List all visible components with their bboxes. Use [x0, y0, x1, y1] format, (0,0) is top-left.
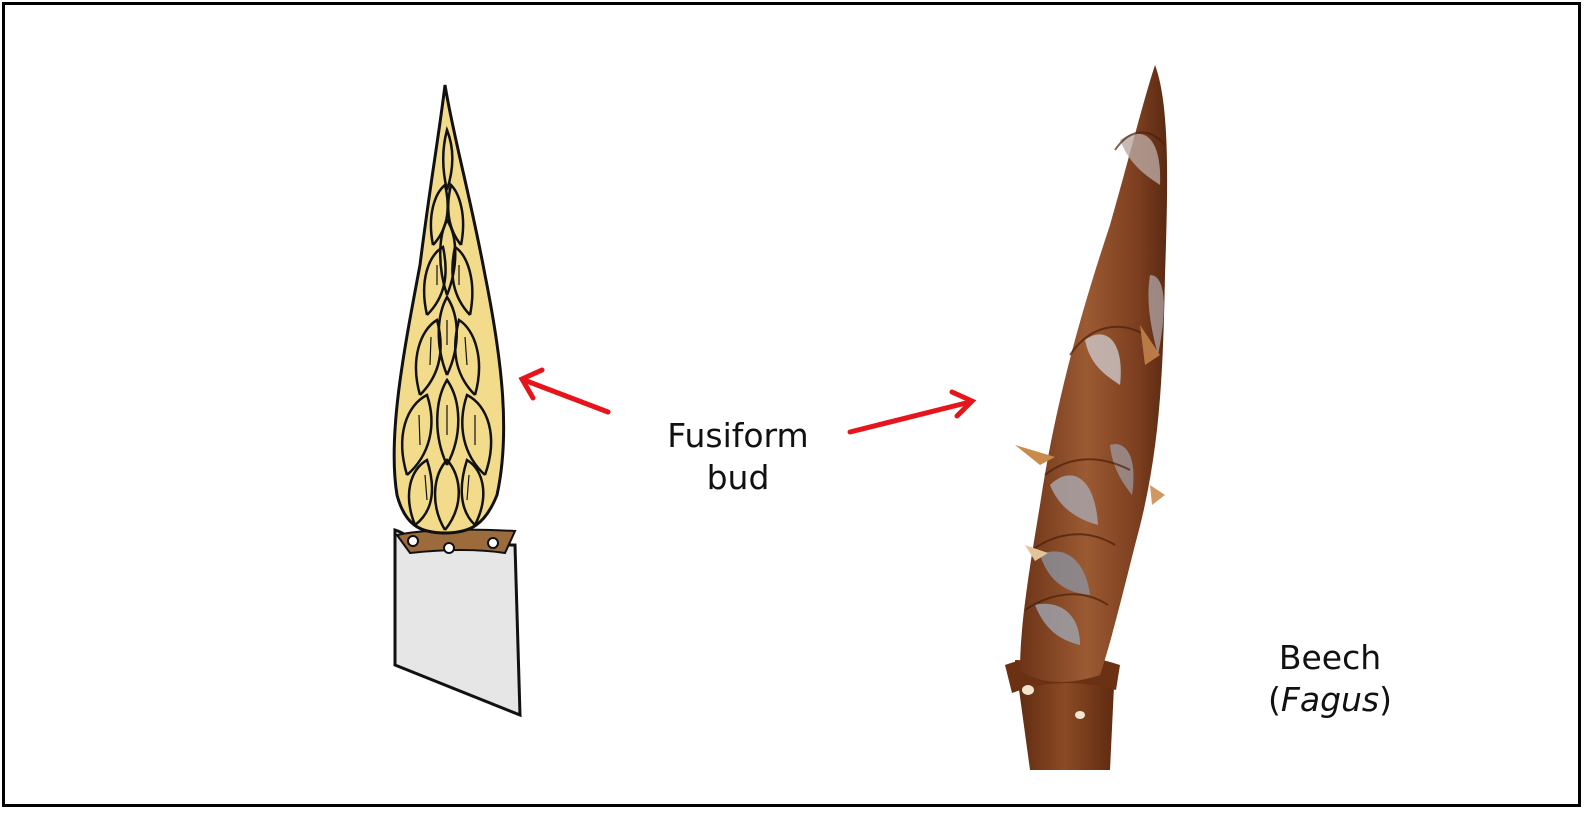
- fusiform-bud-illustration: [375, 75, 535, 725]
- species-label: Beech (Fagus): [1230, 637, 1430, 721]
- paren-open: (: [1268, 680, 1281, 719]
- species-genus-name: Fagus: [1281, 680, 1379, 719]
- paren-close: ): [1379, 680, 1392, 719]
- fusiform-bud-label: Fusiform bud: [628, 415, 848, 499]
- bud-label-line1: Fusiform: [628, 415, 848, 457]
- bud-label-line2: bud: [628, 457, 848, 499]
- species-genus-line: (Fagus): [1230, 679, 1430, 721]
- species-common-name: Beech: [1230, 637, 1430, 679]
